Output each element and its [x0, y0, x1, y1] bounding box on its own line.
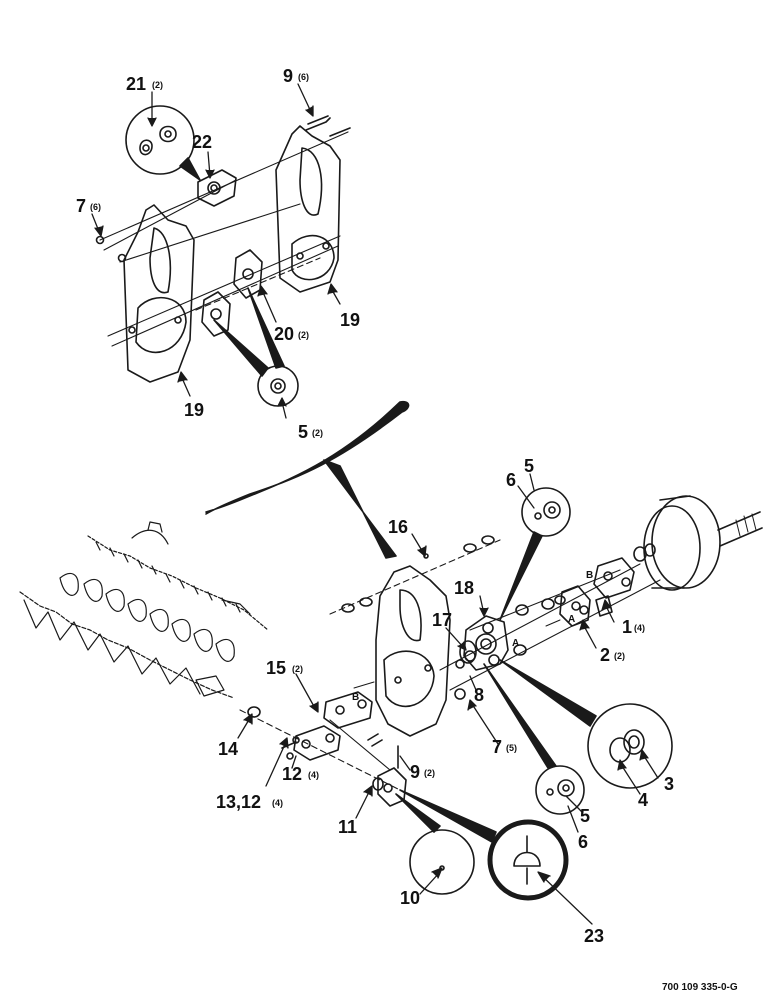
callout-7-top: 7 [76, 196, 86, 216]
pointers-to-5-top [213, 287, 285, 377]
detail-circle-10 [409, 829, 475, 895]
callout-18: 18 [454, 578, 474, 598]
bearing-block-20-lower [201, 291, 231, 337]
callout-12-qty: (4) [308, 770, 319, 780]
flywheel [633, 495, 763, 591]
bushing-14 [247, 706, 261, 718]
callout-7-top-qty: (6) [90, 202, 101, 212]
callout-15: 15 [266, 658, 286, 678]
detail-circle-21 [125, 105, 195, 175]
callout-9-top-qty: (6) [298, 72, 309, 82]
detail-circle-3-4 [587, 703, 673, 789]
callout-9-lower: 9 [410, 762, 420, 782]
detail-circle-23 [487, 819, 569, 901]
link-bars-2 [559, 585, 591, 627]
callout-23: 23 [584, 926, 604, 946]
callout-7-lower: 7 [492, 737, 502, 757]
callout-11: 11 [338, 817, 357, 837]
callout-17: 17 [432, 610, 452, 630]
bushings-lower [454, 595, 566, 700]
mark-b-upper: B [586, 570, 593, 581]
mark-a-lower: A [512, 638, 519, 649]
group-bracket-line [205, 400, 410, 515]
callout-1: 1 [622, 617, 632, 637]
links-15 [293, 691, 383, 761]
callout-3: 3 [664, 774, 674, 794]
callout-4: 4 [638, 790, 648, 810]
drawing-number: 700 109 335-0-G [662, 982, 738, 993]
small-marks [353, 619, 561, 689]
pointer-5-6-upper [499, 531, 543, 621]
cutter-bar-sketch [19, 521, 269, 699]
callout-5-upper: 5 [524, 456, 534, 476]
callout-19-left: 19 [184, 400, 204, 420]
callout-7-lower-qty: (5) [506, 743, 517, 753]
callout-19-right: 19 [340, 310, 360, 330]
callout-9-top: 9 [283, 66, 293, 86]
pointer-23 [399, 789, 497, 843]
bolts-top [95, 115, 351, 263]
callout-2-qty: (2) [614, 651, 625, 661]
plate-19-upper-left [123, 204, 195, 383]
pointer-21-to-22 [179, 157, 201, 181]
callout-12: 12 [282, 764, 302, 784]
callout-20-qty: (2) [298, 330, 309, 340]
callout-5-top-qty: (2) [312, 428, 323, 438]
detail-circle-5-6-upper [521, 487, 571, 537]
callout-5-lower: 5 [580, 806, 590, 826]
callout-15-qty: (2) [292, 664, 303, 674]
pointer-5-6-lower [483, 663, 557, 769]
callout-21: 21 [126, 74, 146, 94]
callout-6-upper: 6 [506, 470, 516, 490]
callout-16: 16 [388, 517, 408, 537]
washers-16 [341, 535, 495, 613]
callout-6-lower: 6 [578, 832, 588, 852]
plate-19-upper-right [275, 125, 341, 293]
mark-b-lower: B [352, 692, 359, 703]
callout-8: 8 [474, 685, 484, 705]
callout-10: 10 [400, 888, 420, 908]
bearing-block-22 [197, 169, 237, 207]
callout-14: 14 [218, 739, 238, 759]
disc-17 [455, 640, 477, 669]
hub-assembly-18 [463, 615, 509, 671]
callout-20: 20 [274, 324, 294, 344]
group-pointer [323, 459, 397, 559]
pointer-10 [395, 793, 441, 833]
pointer-3-4 [499, 659, 597, 727]
bearing-block-20-upper [233, 249, 263, 299]
callout-21-qty: (2) [152, 80, 163, 90]
link-bars-1 [593, 557, 635, 617]
callout-13-12-qty: (4) [272, 798, 283, 808]
plate-16-lower-center [375, 565, 451, 737]
axis-lines-lower [239, 539, 661, 791]
leader-lines [91, 83, 659, 925]
callout-13-12: 13,12 [216, 792, 261, 812]
mark-a-upper: A [568, 614, 575, 625]
callout-9-lower-qty: (2) [424, 768, 435, 778]
callout-2: 2 [600, 645, 610, 665]
callout-1-qty: (4) [634, 623, 645, 633]
callout-22: 22 [192, 132, 212, 152]
callout-5-top: 5 [298, 422, 308, 442]
